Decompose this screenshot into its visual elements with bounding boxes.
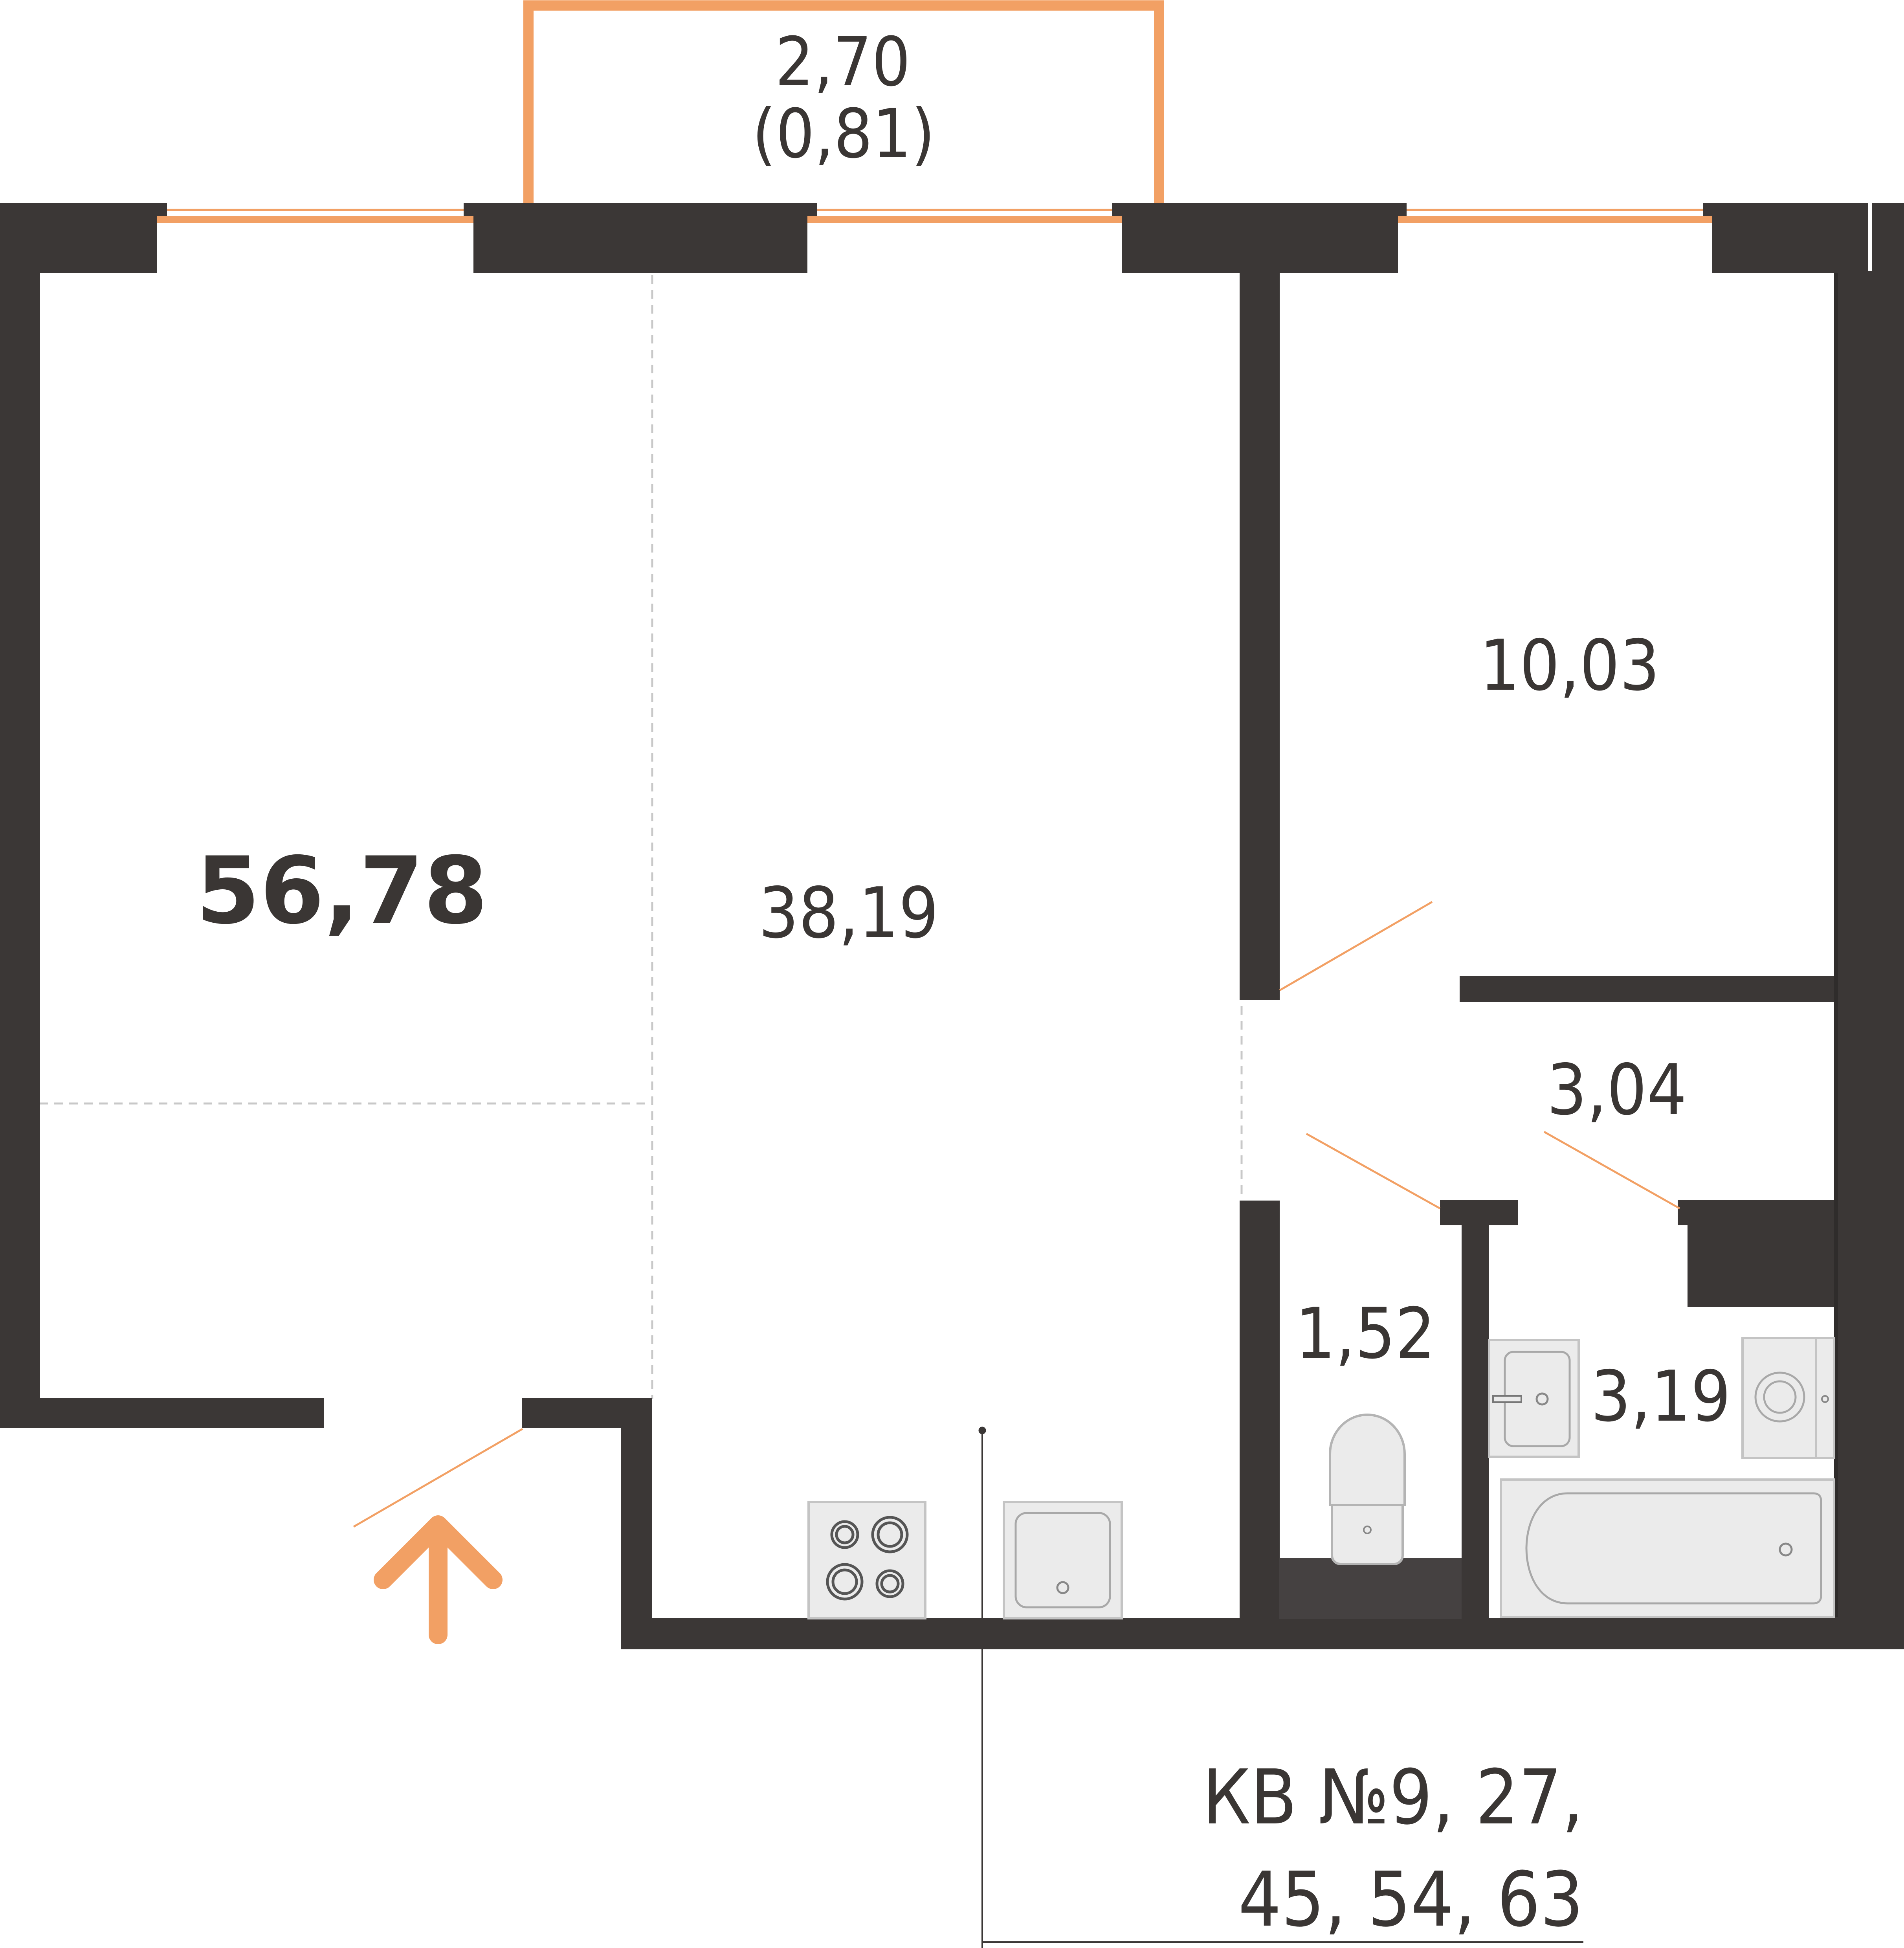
- hall-area-label: 3,04: [1547, 1049, 1687, 1131]
- toilet-area-label: 1,52: [1295, 1293, 1435, 1374]
- door-swings: [353, 901, 1680, 1528]
- sink-icon: [1003, 1501, 1123, 1619]
- bathtub-icon: [1500, 1478, 1835, 1618]
- washing-machine-icon: [1741, 1337, 1835, 1459]
- apartment-numbers-line-1: КВ №9, 27,: [1202, 1754, 1583, 1842]
- balcony-area-label: 2,70: [775, 22, 910, 101]
- bathroom-niche: [1688, 1225, 1835, 1307]
- wall-left: [0, 203, 40, 1428]
- wall-bottom-left-a: [0, 1398, 324, 1428]
- entrance-arrow-icon: [374, 1515, 503, 1644]
- toilet-niche: [1279, 1558, 1462, 1619]
- wall-right: [1834, 203, 1904, 1649]
- wall-corridor-step: [621, 1398, 652, 1649]
- wall-partition-lower: [1240, 1201, 1280, 1649]
- apartment-numbers-line-2: 45, 54, 63: [1238, 1856, 1583, 1944]
- wall-partition-upper: [1240, 271, 1280, 1000]
- bedroom-area-label: 10,03: [1480, 625, 1660, 706]
- wall-toilet-bath: [1462, 1222, 1489, 1621]
- leader-line: [978, 1427, 1583, 1948]
- window-2: [807, 203, 1122, 273]
- toilet-icon: [1329, 1414, 1406, 1565]
- right-wall-inner-face: [1834, 273, 1838, 1617]
- wall-toilet-top: [1440, 1200, 1518, 1225]
- wall-bath-top: [1678, 1200, 1835, 1225]
- windows: [157, 203, 1712, 273]
- washbasin-icon: [1488, 1339, 1580, 1458]
- balcony-area-reduced-label: (0,81): [752, 94, 935, 173]
- wall-bedroom-bottom: [1460, 976, 1835, 1002]
- total-area-label: 56,78: [196, 837, 488, 945]
- zone-dividers: [39, 275, 1243, 1399]
- stove-icon: [807, 1501, 926, 1619]
- balcony: [523, 0, 1164, 203]
- bathroom-area-label: 3,19: [1591, 1356, 1731, 1437]
- living-kitchen-area-label: 38,19: [759, 872, 939, 954]
- window-1: [157, 203, 473, 273]
- window-3: [1398, 203, 1712, 273]
